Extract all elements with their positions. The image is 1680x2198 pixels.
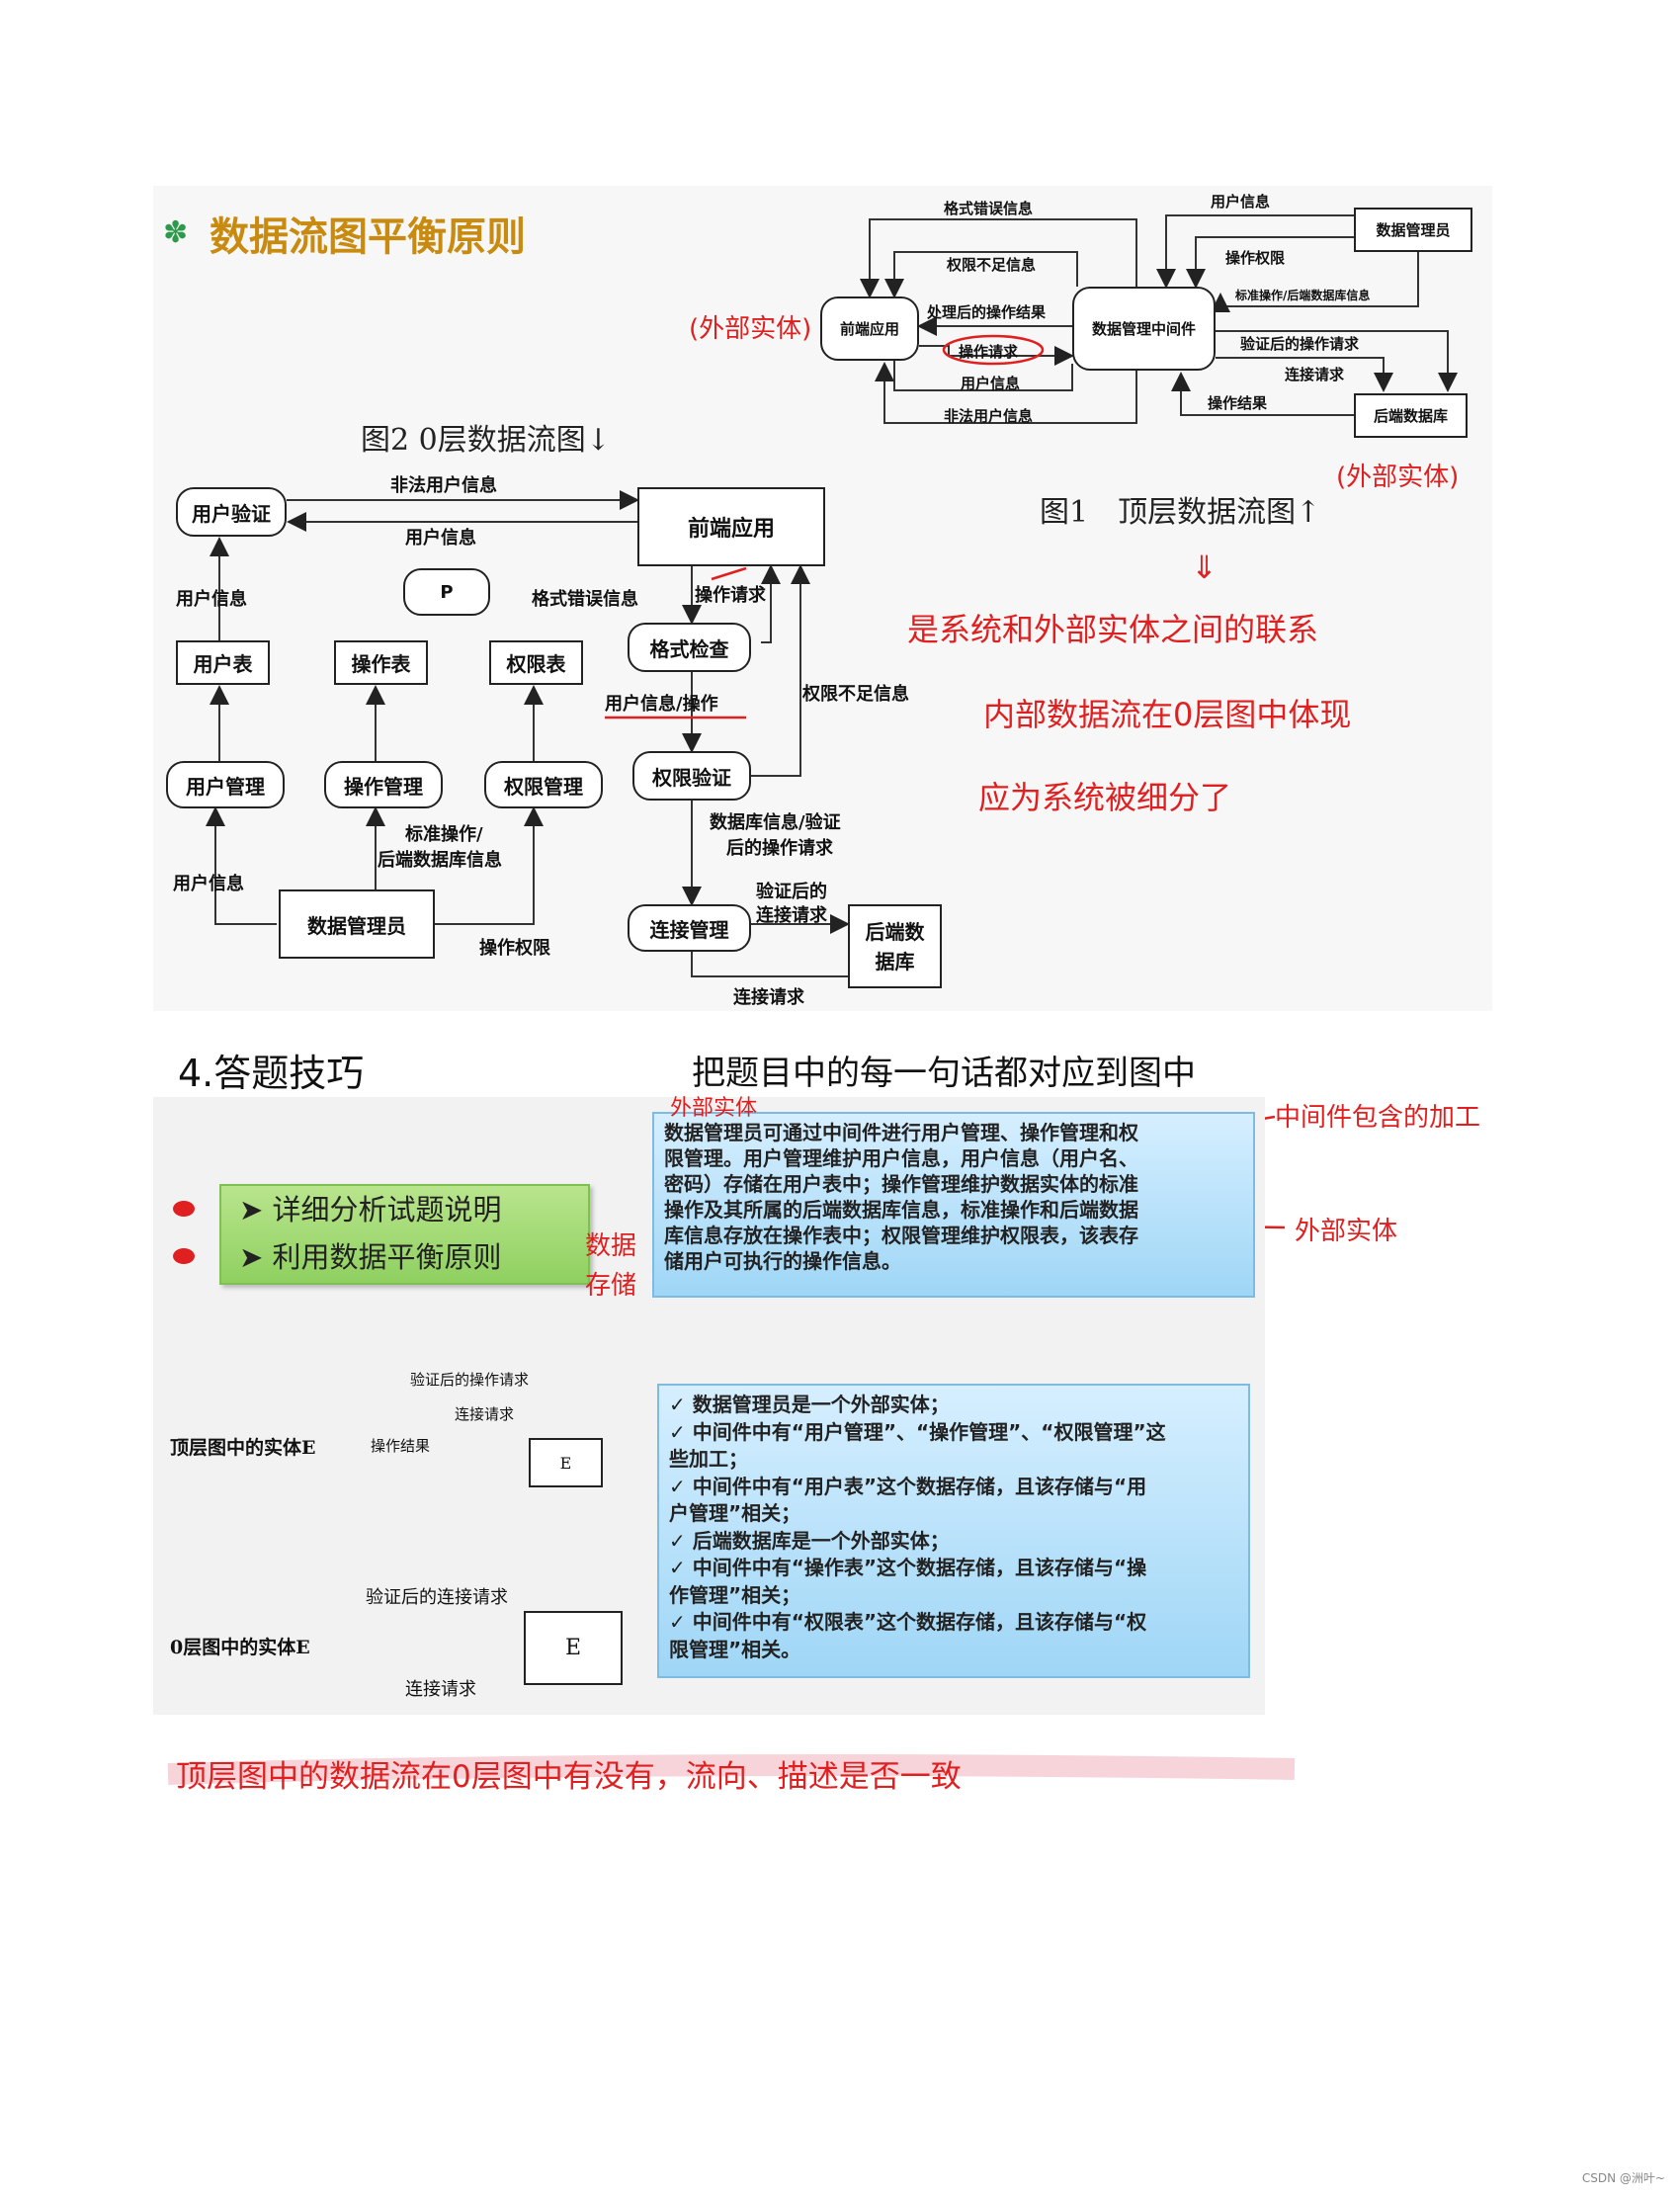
top-entity-label: 顶层图中的实体E <box>170 1437 316 1459</box>
annotation-data-store-1: 数据 <box>585 1231 637 1261</box>
annotation-bottom-note: 顶层图中的数据流在0层图中有没有，流向、描述是否一致 <box>176 1759 962 1795</box>
top-flow-verified-request: 验证后的操作请求 <box>1240 335 1360 353</box>
finding-line: 些加工； <box>669 1447 748 1471</box>
l0-node-perm-mgmt: 权限管理 <box>484 761 603 808</box>
top-flow-no-permission: 权限不足信息 <box>947 256 1037 274</box>
top-node-frontend: 前端应用 <box>820 296 919 361</box>
l0-node-op-table: 操作表 <box>334 640 428 685</box>
annotation-middleware-processing: 中间件包含的加工 <box>1275 1103 1481 1133</box>
fig2-caption: 图2 0层数据流图↓ <box>361 423 611 458</box>
flow-connect-req-2: 连接请求 <box>405 1679 476 1700</box>
top-flow-op-result: 操作结果 <box>1208 394 1268 412</box>
l0-flow-verified-conn-1: 验证后的 <box>756 882 827 902</box>
red-bullet-marker <box>173 1201 195 1217</box>
flower-icon: ✽ <box>163 215 189 250</box>
flow-verified-op: 验证后的操作请求 <box>410 1371 530 1389</box>
top-flow-illegal-user: 非法用户信息 <box>944 407 1034 425</box>
finding-line: 限管理”相关。 <box>669 1637 801 1661</box>
description-line: 储用户可执行的操作信息。 <box>664 1249 901 1273</box>
l0-flow-connect-request: 连接请求 <box>733 987 804 1008</box>
l0-node-perm-verify: 权限验证 <box>632 751 751 801</box>
annotation-data-store-2: 存储 <box>585 1271 637 1301</box>
tip-item: ➤ 利用数据平衡原则 <box>239 1240 502 1274</box>
l0-node-admin: 数据管理员 <box>279 889 435 959</box>
section-heading: 4.答题技巧 <box>178 1052 365 1095</box>
description-line: 限管理。用户管理维护用户信息，用户信息（用户名、 <box>664 1146 1138 1170</box>
finding-line: ✓ 后端数据库是一个外部实体； <box>669 1528 950 1553</box>
red-bullet-marker <box>173 1248 195 1264</box>
finding-line: ✓ 数据管理员是一个外部实体； <box>669 1393 950 1416</box>
l0-flow-db-info-1: 数据库信息/验证 <box>710 812 841 833</box>
l0-flow-verified-conn-2: 连接请求 <box>756 905 827 926</box>
top-flow-admin-user-info: 用户信息 <box>1211 193 1271 211</box>
annotation-note-2: 内部数据流在0层图中体现 <box>983 696 1352 733</box>
description-line: 密码）存储在用户表中；操作管理维护数据实体的标准 <box>664 1172 1138 1196</box>
description-line: 库信息存放在操作表中；权限管理维护权限表，该表存 <box>664 1224 1138 1247</box>
l0-flow-user-info-back: 用户信息 <box>405 528 476 549</box>
l0-flow-op-permission: 操作权限 <box>479 938 550 959</box>
top-flow-op-request: 操作请求 <box>959 343 1019 361</box>
description-line: 数据管理员可通过中间件进行用户管理、操作管理和权 <box>664 1121 1138 1144</box>
l0-flow-no-permission: 权限不足信息 <box>802 684 909 705</box>
top-flow-format-error: 格式错误信息 <box>944 200 1034 217</box>
top-node-middleware: 数据管理中间件 <box>1072 287 1216 371</box>
l0-flow-admin-user-info: 用户信息 <box>173 874 244 894</box>
finding-line: 作管理”相关； <box>669 1582 801 1607</box>
l0-flow-user-info-up: 用户信息 <box>176 589 247 610</box>
l0-node-op-mgmt: 操作管理 <box>324 761 443 808</box>
annotation-note-3: 应为系统被细分了 <box>978 779 1232 816</box>
level0-entity-box: E <box>524 1611 623 1685</box>
l0-node-format-check: 格式检查 <box>628 623 751 672</box>
annotation-ext-entity-right: 外部实体 <box>1295 1217 1398 1246</box>
flow-connect-req: 连接请求 <box>455 1405 515 1423</box>
annotation-ext-entity-label: 外部实体 <box>670 1096 758 1121</box>
l0-node-connect-mgmt: 连接管理 <box>628 904 751 952</box>
l0-flow-user-info-op: 用户信息/操作 <box>605 694 718 715</box>
top-entity-box: E <box>529 1438 603 1487</box>
watermark: CSDN @洲叶~ <box>1581 2171 1665 2185</box>
finding-line: ✓ 中间件中有“用户表”这个数据存储，且该存储与“用 <box>669 1474 1147 1498</box>
annotation-external-entity-1: (外部实体) <box>689 314 812 344</box>
finding-line: ✓ 中间件中有“用户管理”、“操作管理”、“权限管理”这 <box>669 1419 1166 1444</box>
top-flow-std-ops: 标准操作/后端数据库信息 <box>1235 289 1371 302</box>
tip-item: ➤ 详细分析试题说明 <box>239 1193 502 1226</box>
top-flow-op-permission: 操作权限 <box>1225 249 1286 267</box>
slide-title: 数据流图平衡原则 <box>210 213 526 260</box>
l0-node-frontend: 前端应用 <box>637 487 825 566</box>
description-line: 操作及其所属的后端数据库信息，标准操作和后端数据 <box>664 1198 1138 1222</box>
l0-node-user-table: 用户表 <box>176 640 270 685</box>
l0-flow-op-request: 操作请求 <box>695 585 766 606</box>
finding-line: ✓ 中间件中有“操作表”这个数据存储，且该存储与“操 <box>669 1556 1147 1579</box>
l0-node-user-verify: 用户验证 <box>176 487 287 537</box>
l0-flow-std-ops-1: 标准操作/ <box>405 824 483 845</box>
description-box: 数据管理员可通过中间件进行用户管理、操作管理和权 限管理。用户管理维护用户信息，… <box>652 1112 1255 1298</box>
l0-flow-db-info-2: 后的操作请求 <box>726 838 833 859</box>
annotation-external-entity-2: (外部实体) <box>1336 463 1460 492</box>
l0-flow-std-ops-2: 后端数据库信息 <box>378 850 502 871</box>
l0-flow-illegal-user: 非法用户信息 <box>390 475 497 496</box>
finding-line: ✓ 中间件中有“权限表”这个数据存储，且该存储与“权 <box>669 1610 1147 1634</box>
top-flow-user-info: 用户信息 <box>961 375 1021 392</box>
l0-node-p: P <box>403 568 490 616</box>
annotation-note-1: 是系统和外部实体之间的联系 <box>907 611 1319 648</box>
fig1-caption: 图1 顶层数据流图↑ <box>1040 495 1321 530</box>
l0-node-user-mgmt: 用户管理 <box>166 761 285 808</box>
l0-node-backend-db: 后端数据库 <box>848 904 942 988</box>
findings-box: ✓ 数据管理员是一个外部实体； ✓ 中间件中有“用户管理”、“操作管理”、“权限… <box>657 1384 1250 1678</box>
flow-verified-conn: 验证后的连接请求 <box>366 1587 508 1608</box>
finding-line: 户管理”相关； <box>669 1501 801 1525</box>
top-flow-processed-result: 处理后的操作结果 <box>927 303 1047 321</box>
tip-heading: 把题目中的每一句话都对应到图中 <box>692 1054 1196 1093</box>
level0-entity-label: 0层图中的实体E <box>170 1637 310 1658</box>
top-flow-connect-request: 连接请求 <box>1285 366 1345 383</box>
top-node-backend-db: 后端数据库 <box>1354 393 1468 438</box>
tips-box: ➤ 详细分析试题说明 ➤ 利用数据平衡原则 <box>219 1184 590 1285</box>
flow-op-result: 操作结果 <box>371 1437 431 1455</box>
l0-node-perm-table: 权限表 <box>489 640 583 685</box>
annotation-arrow-down: ⇓ <box>1191 549 1218 586</box>
l0-flow-format-error: 格式错误信息 <box>532 589 638 610</box>
top-node-admin: 数据管理员 <box>1354 208 1472 252</box>
